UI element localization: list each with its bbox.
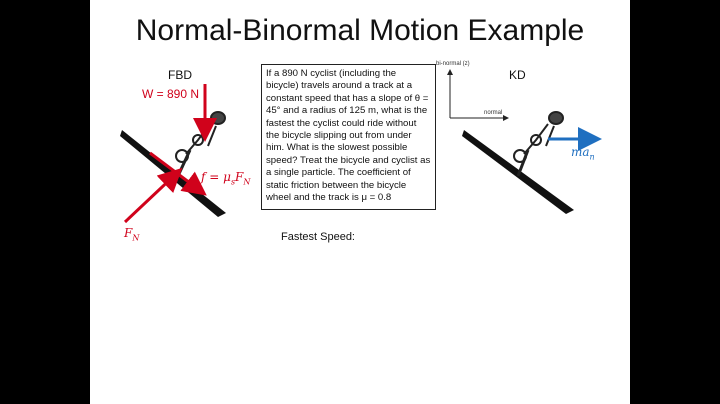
normal-force-arrow bbox=[123, 167, 183, 224]
fastest-speed-label: Fastest Speed: bbox=[281, 231, 355, 243]
axes-sketch bbox=[447, 69, 509, 121]
friction-label-main: f = μ bbox=[201, 170, 231, 184]
friction-label-sub: s bbox=[230, 177, 236, 187]
slide: Normal-Binormal Motion Example bbox=[90, 0, 630, 404]
fbd-heading: FBD bbox=[168, 68, 192, 82]
kd-heading: KD bbox=[509, 68, 526, 82]
binormal-axis-label: bi-normal (z) bbox=[436, 61, 470, 67]
problem-statement: If a 890 N cyclist (including the bicycl… bbox=[261, 64, 436, 210]
normal-force-sub: N bbox=[132, 233, 140, 243]
friction-label-rest-sub: N bbox=[243, 177, 251, 187]
diagram-graphics bbox=[120, 69, 602, 224]
slide-title: Normal-Binormal Motion Example bbox=[135, 14, 585, 47]
inertia-main: ma bbox=[571, 145, 590, 159]
weight-label: W = 890 N bbox=[142, 87, 200, 101]
friction-label-rest: F bbox=[235, 170, 244, 184]
normal-force-main: F bbox=[124, 226, 133, 240]
normal-axis-label: normal bbox=[484, 110, 503, 116]
friction-label: f = μsFN bbox=[201, 170, 250, 186]
normal-force-label: FN bbox=[124, 226, 139, 242]
kd-cyclist-icon bbox=[513, 111, 564, 177]
fbd-cyclist-icon bbox=[175, 111, 226, 177]
inertia-label: man bbox=[571, 145, 595, 161]
inertia-sub: n bbox=[589, 152, 595, 162]
